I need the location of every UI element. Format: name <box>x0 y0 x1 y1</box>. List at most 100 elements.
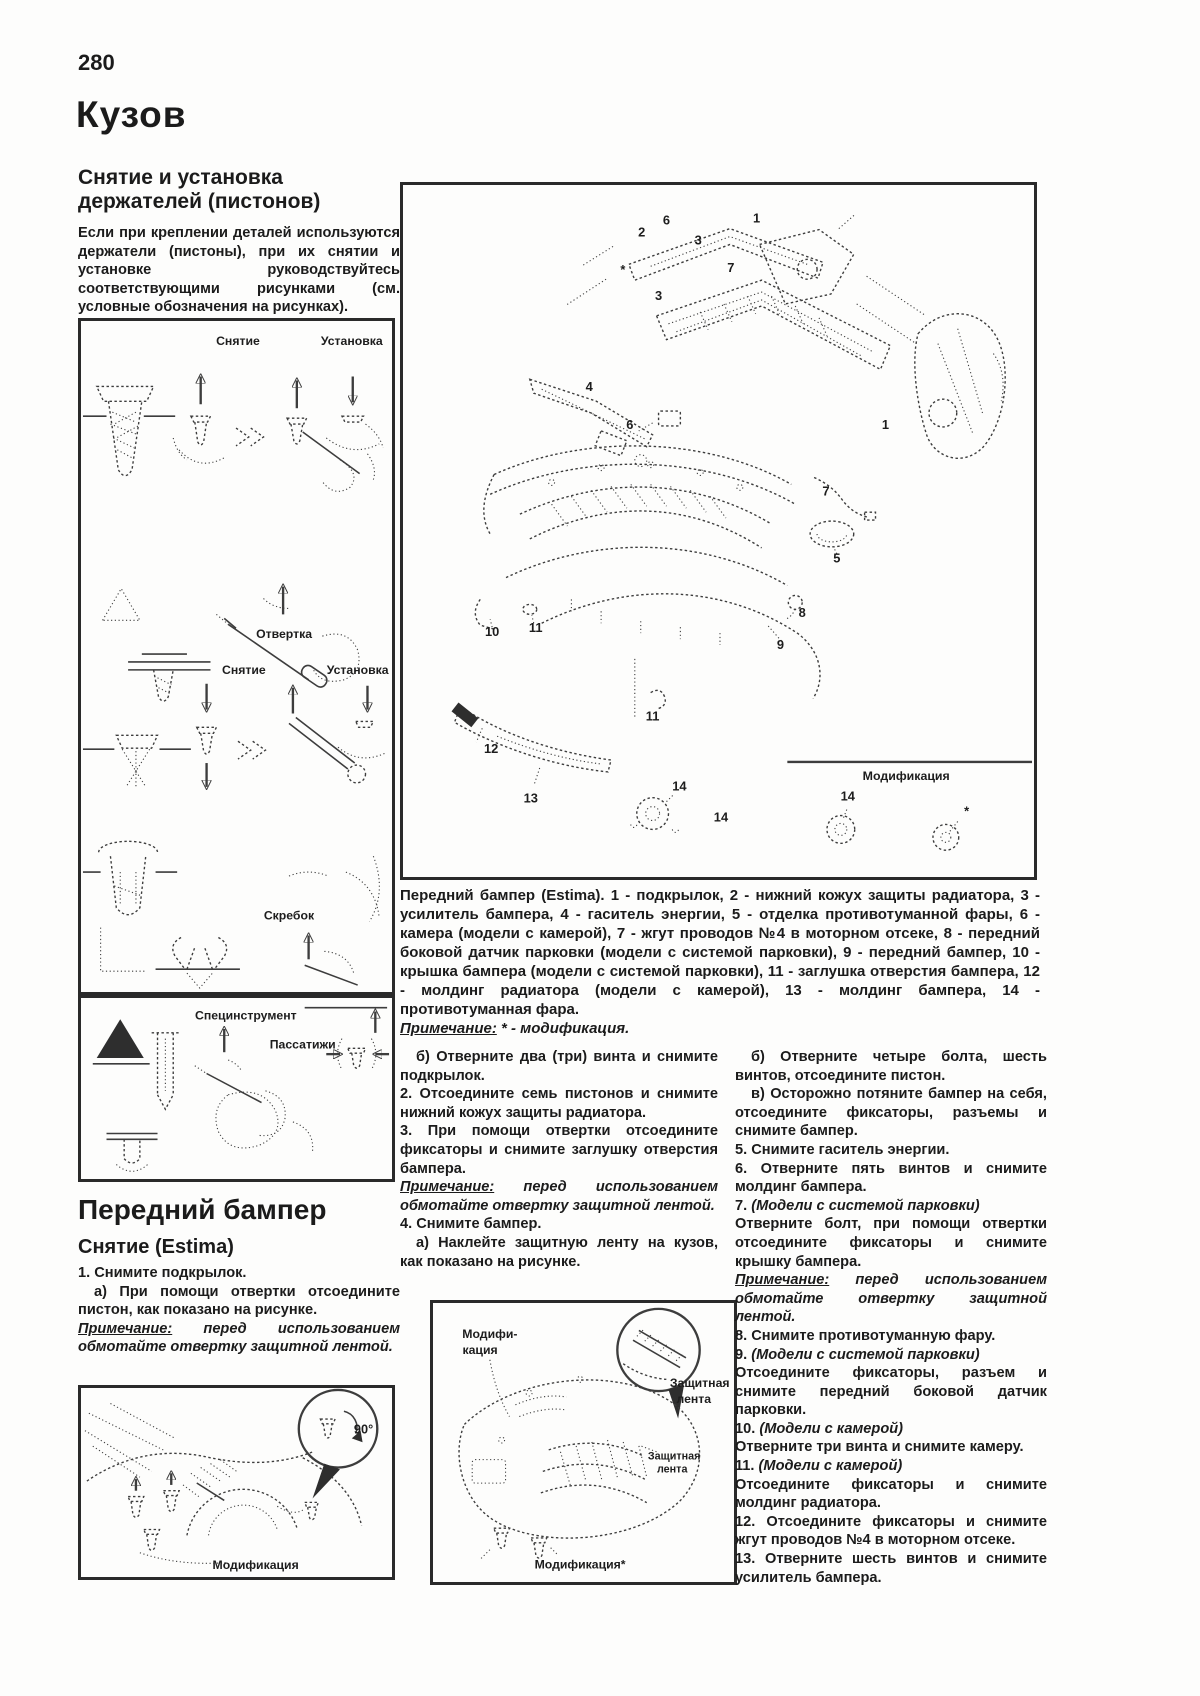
diagram-callout: кация <box>462 1343 497 1357</box>
diagram-callout: 2 <box>638 225 645 240</box>
step-11: 11. (Модели с камерой) <box>735 1457 1047 1476</box>
step-7-text: Отверните болт, при помощи отвертки отсо… <box>735 1216 1047 1270</box>
step-8: 8. Снимите противотуманную фару. <box>735 1327 996 1344</box>
step-9: 9. (Модели с системой парковки) <box>735 1346 1047 1365</box>
step-7-num: 7. <box>735 1197 752 1214</box>
step-11-paren: (Модели с камерой) <box>758 1458 903 1475</box>
instructions-right: б) Отверните четыре болта, шесть винтов,… <box>735 1048 1047 1587</box>
note-mid-label: Примечание: <box>400 1179 495 1196</box>
diagram-callout: 14 <box>714 809 729 824</box>
diagram-callout: 11 <box>529 620 543 635</box>
figure-caption-note: Примечание: * - модификация. <box>400 1019 1040 1038</box>
bumper-heading: Передний бампер <box>78 1194 327 1225</box>
note-1: Примечание: перед использованием обмотай… <box>78 1320 400 1357</box>
step-10-paren: (Модели с камерой) <box>759 1420 904 1437</box>
step-11-text: Отсоедините фиксаторы и снимите молдинг … <box>735 1476 1047 1512</box>
diagram-callout: 14 <box>841 789 856 804</box>
step-7: 7. (Модели с системой парковки) <box>735 1197 1047 1216</box>
step-5: 5. Снимите гаситель энергии. <box>735 1141 950 1158</box>
diagram-callout: 6 <box>626 417 633 432</box>
step-9-paren: (Модели с системой парковки) <box>751 1346 980 1363</box>
bumper-subheading: Снятие (Estima) <box>78 1236 234 1258</box>
tape-diagram-art: Модифи-кацияЗащитнаялентаЗащитнаялентаМо… <box>458 1307 730 1571</box>
diagram-callout: 13 <box>524 791 538 806</box>
note-1-label: Примечание: <box>78 1320 173 1337</box>
diagram-callout: * <box>964 804 969 819</box>
arch-diagram: 90°Модификация <box>78 1385 395 1580</box>
note-1-text: перед использованием обмотайте отвертку … <box>78 1320 400 1356</box>
diagram-callout: Модификация* <box>535 1557 626 1571</box>
diagram-callout: 7 <box>727 260 734 275</box>
diagram-callout: 8 <box>799 605 806 620</box>
diagram-callout: 4 <box>586 379 594 394</box>
diagram-callout: 10 <box>485 624 499 639</box>
step-9-text: Отсоедините фиксаторы, разъем и снимите … <box>735 1365 1047 1419</box>
diagram-callout: Защитная <box>670 1376 730 1390</box>
diagram-callout: 7 <box>822 483 829 498</box>
arch-diagram-art: 90°Модификация <box>84 1388 379 1572</box>
caption-note-label: Примечание: <box>400 1020 497 1037</box>
note-mid-text: перед использованием обмотайте отвертку … <box>400 1179 718 1214</box>
diagram-callout: Защитная <box>648 1451 701 1463</box>
diagram-callout: лента <box>676 1392 711 1406</box>
step-4a: а) Наклейте защитную ленту на кузов, как… <box>400 1234 718 1270</box>
step-b: б) Отверните два (три) винта и снимите п… <box>400 1049 718 1084</box>
page-title: Кузов <box>76 94 187 135</box>
diagram-callout: 90° <box>354 1423 373 1437</box>
caption-note-text: * - модификация. <box>496 1020 630 1037</box>
step-v: в) Осторожно потяните бампер на себя, от… <box>735 1086 1047 1140</box>
step-10-text: Отверните три винта и снимите камеру. <box>735 1439 1024 1456</box>
instructions-middle: б) Отверните два (три) винта и снимите п… <box>400 1048 718 1271</box>
diagram-callout: Отвертка <box>256 627 312 641</box>
diagram-callout: Модифи- <box>462 1327 517 1341</box>
diagram-callout: Скребок <box>264 909 315 923</box>
step-11-num: 11. <box>735 1458 759 1475</box>
step-3: 3. При помощи отвертки отсоедините фикса… <box>400 1123 718 1177</box>
note-right-label: Примечание: <box>735 1272 830 1289</box>
diagram-callout: лента <box>657 1463 688 1475</box>
diagram-callout: 3 <box>695 232 702 247</box>
step-6: 6. Отверните пять винтов и снимите молди… <box>735 1160 1047 1196</box>
note-right: Примечание: перед использованием обмотай… <box>735 1271 1047 1327</box>
diagram-callout: Снятие <box>216 334 260 348</box>
step-7-paren: (Модели с системой парковки) <box>751 1197 980 1214</box>
diagram-callout: 6 <box>663 213 670 228</box>
note-mid: Примечание: перед использованием обмотай… <box>400 1178 718 1215</box>
section-body: Если при креплении деталей используются … <box>78 225 400 316</box>
diagram-callout: Установка <box>327 663 389 677</box>
diagram-callout: Снятие <box>222 663 266 677</box>
diagram-callout: 11 <box>646 708 660 723</box>
step-12: 12. Отсоедините фиксаторы и снимите жгут… <box>735 1513 1047 1549</box>
diagram-callout: 1 <box>753 211 760 226</box>
step-b2: б) Отверните четыре болта, шесть винтов,… <box>735 1049 1047 1084</box>
diagram-callout: 14 <box>672 779 687 794</box>
step-2: 2. Отсоедините семь пистонов и снимите н… <box>400 1086 718 1121</box>
section-heading: Снятие и установка держателей (пистонов) <box>78 166 321 213</box>
diagram-callout: 9 <box>777 637 784 652</box>
step-10-num: 10. <box>735 1420 760 1437</box>
diagram-callout: 1 <box>882 417 889 432</box>
left-steps: 1. Снимите подкрылок. а) При помощи отве… <box>78 1264 400 1357</box>
diagram-callout: Пассатижи <box>270 1037 336 1051</box>
step-1a: а) При помощи отвертки отсоедините писто… <box>78 1283 400 1319</box>
diagram-callout: 5 <box>833 551 840 566</box>
step-10: 10. (Модели с камерой) <box>735 1420 1047 1439</box>
figure-caption: Передний бампер (Estima). 1 - подкрылок,… <box>400 887 1040 1018</box>
diagram-callout: 3 <box>655 288 662 303</box>
step-4: 4. Снимите бампер. <box>400 1216 542 1233</box>
step-9-num: 9. <box>735 1346 752 1363</box>
diagram-callout: Установка <box>321 334 383 348</box>
step-1: 1. Снимите подкрылок. <box>78 1265 247 1281</box>
diagram-callout: * <box>620 262 625 277</box>
note-right-text: перед использованием обмотайте отвертку … <box>735 1272 1047 1326</box>
step-13: 13. Отверните шесть винтов и снимите уси… <box>735 1551 1047 1586</box>
diagram-callout: Модификация <box>863 769 950 783</box>
